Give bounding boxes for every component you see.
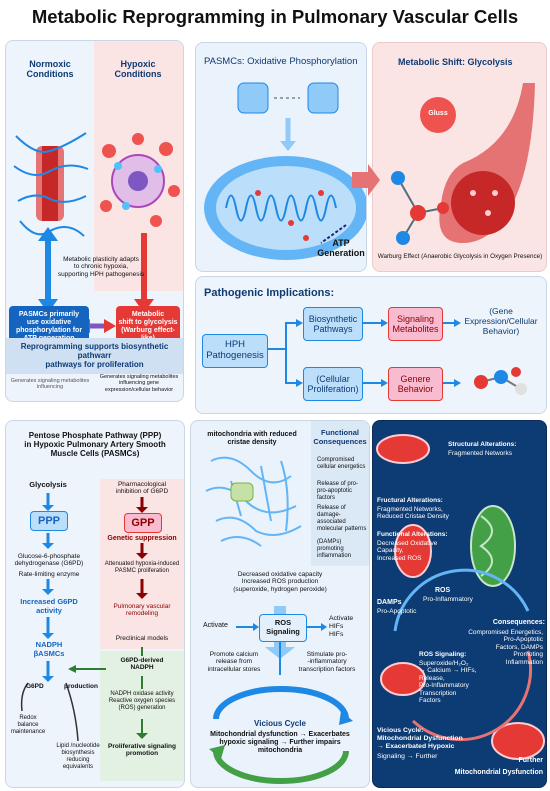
nadph-text: NADPH βASMCs: [33, 640, 65, 658]
mitochondrion-illustration: [204, 82, 366, 260]
molecule-icon: [474, 367, 527, 395]
hph-pathogenesis-box: HPH Pathogenesis: [202, 334, 268, 368]
g6pd-enzyme-text: Glucose-6-phosphate dehydrogenase (G6PD): [14, 553, 84, 568]
lipid-text: Lipid /nucleotide biosynthesis reducing …: [56, 743, 100, 770]
signaling-metabolites-box: Signaling Metabolites: [388, 307, 443, 341]
consequence-2: Release of pro- pro-apoptotic factors: [317, 481, 359, 501]
biosynthetic-box: Biosynthetic Pathways: [303, 307, 363, 341]
page-title: Metabolic Reprogramming in Pulmonary Vas…: [31, 6, 519, 27]
vicious-title: Vicious Cycle: Mitochondrial Dysfunction…: [377, 727, 463, 750]
structural-title: Structural Alterations:: [448, 441, 517, 448]
functional-text: Decreased Oxidative Capacity, Increased …: [377, 540, 438, 562]
consequences-text: Compromised Energetics, Pro-Apoptotic Fa…: [468, 629, 543, 666]
signaling-left-text: Generates signaling metabolites influenc…: [10, 378, 90, 391]
activate-hifs-text: Activate HIFs HIFs: [329, 615, 354, 638]
calcium-text: Promote calcium release from intracellul…: [207, 651, 261, 673]
glucose-icon: [420, 97, 456, 133]
red-mitochondrion-icon: [376, 434, 430, 464]
fructural-text: Fragmented Networks, Reduced Cristae Den…: [377, 506, 449, 521]
gluss-label: Gluss: [428, 110, 448, 117]
redox-text: Redox balance maintenance: [10, 715, 46, 735]
reprogramming-text: Reprogramming supports biosynthetic path…: [6, 338, 183, 374]
pathogenic-flow: [266, 319, 527, 395]
ppp-panel: Pentose Phosphate Pathway (PPP) in Hypox…: [5, 420, 185, 788]
gpp-box: GPP: [124, 513, 162, 533]
ros-signaling-box: ROS Signaling: [259, 614, 307, 642]
mito-cristae-title: mitochondria with reduced cristae densit…: [207, 431, 297, 447]
genere-behavior-box: Genere Behavior: [388, 367, 443, 401]
functional-title: Functional Alterations:: [377, 531, 448, 538]
signaling-right-text: Generates signaling metabolites influenc…: [99, 374, 179, 393]
preclinical-text: Preclinical models: [115, 635, 169, 642]
proliferative-text: Proliferative signaling promotion: [108, 743, 176, 758]
genetic-suppression-text: Genetic suppression: [107, 535, 177, 542]
pharm-inhibition-text: Pharmacological inhibition of G6PD: [115, 481, 169, 496]
pathogenic-heading: Pathogenic Implications:: [204, 287, 335, 299]
green-mitochondrion-icon: [470, 505, 516, 587]
vicious-cycle-text: Mitochondrial dysfunction → Exacerbates …: [210, 731, 350, 755]
consequence-1: Compromised cellular energetics: [317, 457, 366, 470]
ppp-box: PPP: [30, 511, 68, 531]
alterations-panel: Structural Alterations: Fragmented Netwo…: [372, 420, 547, 788]
fragmented-mitochondria-icon: [205, 456, 302, 547]
functional-consequences-title: Functional Consequences: [313, 428, 367, 446]
alterations-illustration: [376, 434, 545, 760]
ppp-arrows: [20, 493, 148, 742]
remodeling-text: Pulmonary vascular remodeling: [113, 603, 171, 618]
normoxic-hypoxic-panel: Normoxic Conditions Hypoxic Conditions M…: [5, 40, 184, 402]
consequence-3: Release of damage-associated molecular p…: [317, 505, 367, 532]
vicious-cycle-title: Vicious Cycle: [254, 719, 306, 728]
nadph-oxidase-text: NADPH oxidase activity Reactive oxygen s…: [108, 691, 176, 711]
damps-label: DAMPs: [377, 599, 402, 606]
plasticity-text: Metabolic plasticity adapts to chronic h…: [57, 256, 145, 278]
oxphos-title: PASMCs: Oxidative Phosphorylation: [204, 56, 358, 67]
oxphos-panel: PASMCs: Oxidative Phosphorylation ATP Ge…: [195, 42, 367, 272]
right-arrow-icon: [104, 319, 116, 333]
ros-signaling-title: ROS Signaling:: [419, 651, 467, 658]
increased-g6pd-text: Increased G6PD activity: [20, 597, 78, 615]
glycolysis-panel: Metabolic Shift: Glycolysis Gluss Warbur…: [372, 42, 547, 272]
mito-dysfunction-label: Mitochondrial Dysfunction: [454, 769, 543, 776]
consequence-4: (DAMPs) promoting inflammation: [317, 539, 352, 559]
hypoxic-label: Hypoxic Conditions: [114, 59, 162, 80]
atp-label: ATP Generation: [317, 238, 365, 259]
ros-label: ROS: [435, 587, 451, 594]
glycolysis-title: Metabolic Shift: Glycolysis: [398, 57, 513, 67]
g6pd-derived-text: G6PD-derived NADPH: [120, 657, 164, 672]
ppp-heading: Pentose Phosphate Pathway (PPP) in Hypox…: [24, 431, 166, 459]
g6pd-small-label: G6PD: [26, 683, 44, 690]
activate-label: Activate: [203, 622, 228, 629]
pro-inflammatory-label: Pro-Inflammatory: [423, 596, 473, 603]
further-label: Further: [518, 757, 544, 764]
warburg-caption: Warburg Effect (Anaerobic Glycolysis in …: [377, 253, 543, 260]
structural-text: Fragmented Networks: [448, 450, 512, 457]
glycolysis-label: Glycolysis: [29, 480, 67, 489]
glycolysis-illustration: [391, 83, 535, 245]
red-arrow-icon: [352, 164, 380, 196]
production-label: production: [64, 683, 98, 690]
cycle-arrow-icon: [213, 686, 349, 720]
gene-expression-text: (Gene Expression/Cellular Behavior): [464, 306, 538, 336]
normoxic-label: Normoxic Conditions: [26, 59, 74, 80]
fructural-title: Fructural Alterations:: [377, 497, 443, 504]
ros-signaling-text: Superoxide/H₂O₂ → Calcium → HIFs, Releas…: [419, 660, 477, 705]
pathogenic-panel: Pathogenic Implications: HPH Pathogenesi…: [195, 276, 547, 414]
vicious-text: Signaling → Further: [377, 753, 438, 760]
pro-apoptotic-label: Pro-Apoptotic: [377, 608, 417, 615]
vessel-illustrations: [13, 132, 180, 333]
attenuated-text: Attenuated hypoxia-induced PASMC prolife…: [104, 561, 180, 574]
cellular-box: (Cellular Proliferation): [303, 367, 363, 401]
consequences-title: Consequences:: [492, 619, 545, 626]
stimulate-text: Stimulate pro- -inflammatory transcripti…: [298, 651, 356, 673]
rate-limiting-text: Rate-limiting enzyme: [18, 571, 80, 578]
mitochondria-ros-panel: mitochondria with reduced cristae densit…: [190, 420, 370, 788]
decreased-capacity-text: Decreased oxidative capacity Increased R…: [233, 571, 327, 593]
